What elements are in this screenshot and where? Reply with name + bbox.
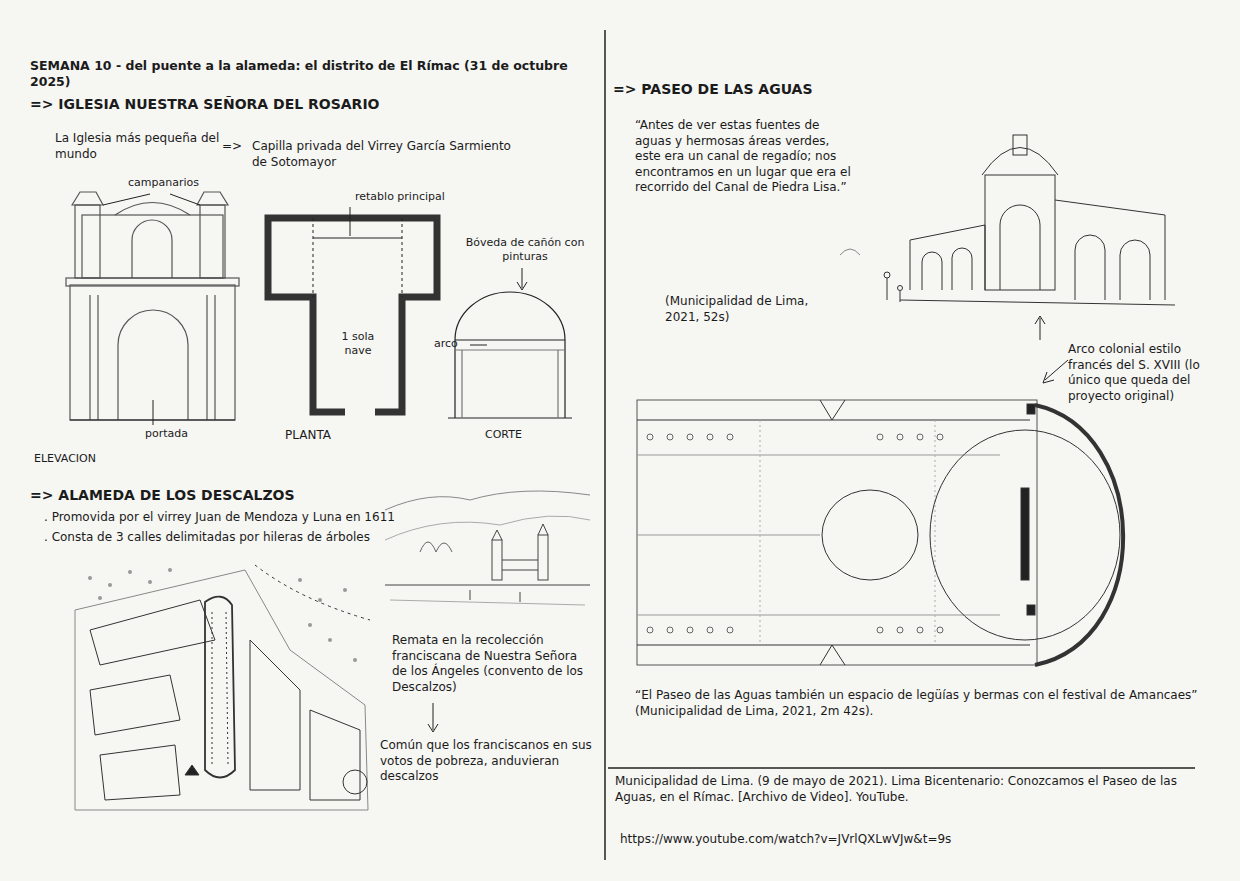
part-label: arco [434,337,470,351]
citation: (Municipalidad de Lima, 2021, 52s) [665,294,835,325]
church-section [448,292,572,418]
alameda-map [75,565,370,810]
note: Remata en la recolección franciscana de … [392,633,592,695]
note: Capilla privada del Virrey García Sarmie… [252,139,522,170]
part-label: retablo principal [355,190,465,204]
reference: Municipalidad de Lima. (9 de mayo de 202… [615,774,1205,805]
note: Común que los franciscanos en sus votos … [380,738,595,785]
arrow-sign: => [222,139,252,155]
church-elevation [66,192,239,420]
quote: “Antes de ver estas fuentes de aguas y h… [635,118,855,196]
part-label: 1 sola nave [328,330,388,359]
page-title: SEMANA 10 - del puente a la alameda: el … [30,58,600,91]
quote: “El Paseo de las Aguas también un espaci… [635,688,1210,719]
part-label: campanarios [128,176,228,190]
bullet-note: . Promovida por el virrey Juan de Mendoz… [44,510,404,526]
bullet-note: . Consta de 3 calles delimitadas por hil… [44,530,374,546]
paseo-arch-sketch [840,135,1175,305]
part-label: portada [145,427,225,441]
part-label: Bóveda de cañón con pinturas [455,236,595,265]
note: La Iglesia más pequeña del mundo [55,131,225,162]
view-label: CORTE [485,428,555,442]
paseo-plan [637,400,1123,665]
view-label: ELEVACION [34,452,134,466]
alameda-sketch [385,491,590,605]
view-label: PLANTA [285,428,365,444]
reference-url: https://www.youtube.com/watch?v=JVrlQXLw… [620,832,1180,848]
church-plan [268,218,437,412]
section-heading: => IGLESIA NUESTRA SEÑORA DEL ROSARIO [30,95,450,113]
section-heading: => ALAMEDA DE LOS DESCALZOS [30,486,350,504]
section-heading: => PASEO DE LAS AGUAS [613,80,933,98]
part-label: Arco colonial estilo francés del S. XVII… [1068,342,1208,404]
